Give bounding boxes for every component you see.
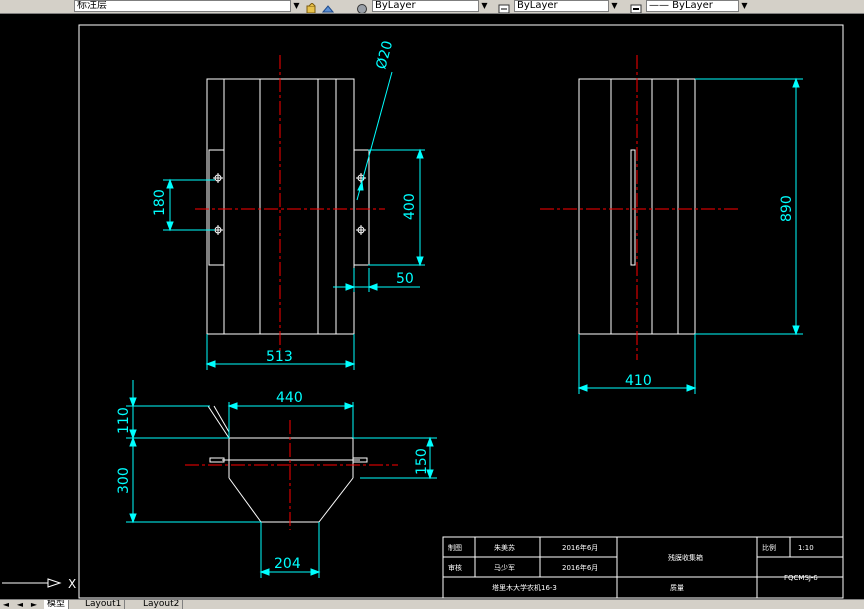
layer-dropdown-arrow[interactable]: ▼ <box>290 0 302 12</box>
side-view-centerlines <box>540 55 740 360</box>
ucs-icon: X <box>2 577 76 591</box>
lineweight-icon[interactable] <box>630 0 642 13</box>
title-block <box>442 536 844 599</box>
color-dropdown-arrow[interactable]: ▼ <box>478 0 490 12</box>
dim-440: 440 <box>276 390 303 406</box>
bottom-view-dim-text: 440 110 300 150 204 <box>116 390 430 572</box>
title-block-text: 制图 朱美苏 2016年6月 审核 马少军 2016年6月 残膜收集箱 比例 1… <box>448 543 818 592</box>
drawing-canvas[interactable]: Ø20 180 400 50 513 890 410 <box>0 14 864 599</box>
drawing-frame <box>78 24 844 599</box>
tab-layout2[interactable]: Layout2 <box>140 600 184 609</box>
front-view-dimensions <box>163 71 425 370</box>
linetype-icon[interactable] <box>498 0 510 13</box>
tab-prev-icon[interactable]: ◄ <box>16 600 24 609</box>
side-view-dimensions <box>577 77 803 394</box>
tb-date-2: 2016年6月 <box>562 563 598 572</box>
dim-300: 300 <box>116 467 132 494</box>
dim-50: 50 <box>396 271 414 287</box>
tab-next-icon[interactable]: ► <box>30 600 38 609</box>
linetype-dropdown-arrow[interactable]: ▼ <box>608 0 620 12</box>
layout-tabs: ◄ ◄ ► 模型 Layout1 Layout2 <box>0 599 864 609</box>
front-view-centerlines <box>195 55 385 360</box>
tb-role-1: 制图 <box>448 543 462 552</box>
tb-name-2: 马少军 <box>494 564 515 572</box>
tab-layout1[interactable]: Layout1 <box>82 600 126 609</box>
tb-scale-value: 1:10 <box>798 544 814 552</box>
tb-scale-label: 比例 <box>762 543 776 552</box>
lineweight-dropdown-arrow[interactable]: ▼ <box>738 0 750 12</box>
dim-890: 890 <box>779 195 795 222</box>
tb-quantity-label: 质量 <box>670 583 684 592</box>
tb-org: 塔里木大学农机16-3 <box>492 583 557 592</box>
dim-410: 410 <box>625 373 652 389</box>
tab-model[interactable]: 模型 <box>44 600 70 609</box>
front-view <box>206 78 370 335</box>
side-view-dim-text: 890 410 <box>625 195 795 389</box>
properties-toolbar: 标注层 ▼ ByLayer ▼ ByLayer ▼ —— ByLayer ▼ <box>0 0 864 14</box>
bottom-view <box>207 405 368 523</box>
svg-text:X: X <box>68 577 76 591</box>
layer-previous-icon[interactable] <box>321 0 335 13</box>
layer-dropdown[interactable]: 标注层 <box>74 0 300 12</box>
lineweight-dropdown[interactable]: —— ByLayer <box>646 0 750 12</box>
bottom-view-centerlines <box>185 420 398 530</box>
tb-drawing-title: 残膜收集箱 <box>668 553 703 562</box>
make-current-layer-icon[interactable] <box>306 0 318 13</box>
tb-drawing-number: FQCMSJ-6 <box>784 574 818 582</box>
tb-name-1: 朱美苏 <box>494 543 515 552</box>
dim-phi20: Ø20 <box>373 39 396 71</box>
dim-204: 204 <box>274 556 301 572</box>
tab-first-icon[interactable]: ◄ <box>2 600 10 609</box>
tb-role-2: 审核 <box>448 563 462 572</box>
linetype-dropdown[interactable]: ByLayer <box>514 0 620 12</box>
front-view-holes <box>213 173 366 235</box>
front-view-dim-text: Ø20 180 400 50 513 <box>152 39 418 365</box>
tb-date-1: 2016年6月 <box>562 543 598 552</box>
dim-513: 513 <box>266 349 293 365</box>
color-dropdown[interactable]: ByLayer <box>372 0 490 12</box>
bottom-view-dimensions <box>126 380 437 578</box>
color-control-icon[interactable] <box>356 0 368 13</box>
dim-180: 180 <box>152 189 168 216</box>
dim-110: 110 <box>116 407 132 434</box>
dim-400: 400 <box>402 193 418 220</box>
dim-150: 150 <box>414 448 430 475</box>
